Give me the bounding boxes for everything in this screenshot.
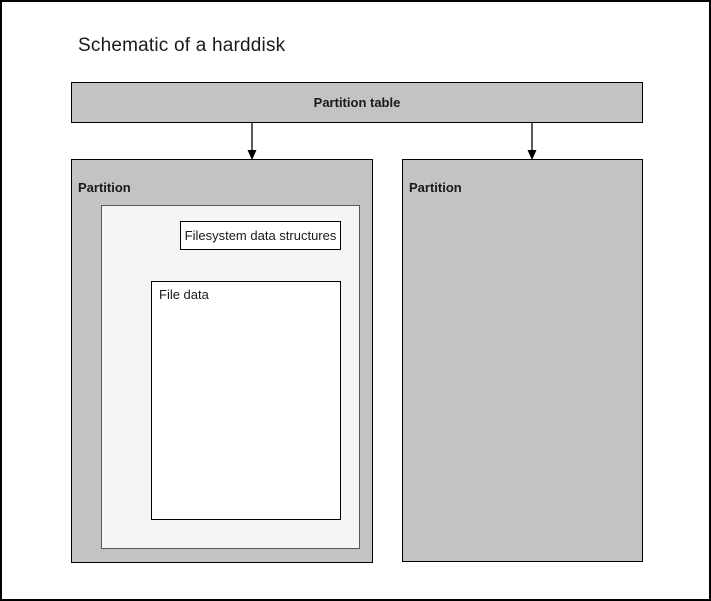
diagram-title: Schematic of a harddisk — [78, 35, 286, 56]
filesystem-area: Filesystem data structures File data — [101, 205, 360, 549]
partition-table-label: Partition table — [313, 95, 401, 110]
left-partition-box: Partition Filesystem data structures Fil… — [71, 159, 373, 563]
arrow-table-to-right-partition — [527, 123, 537, 160]
arrow-table-to-left-partition — [247, 123, 257, 160]
file-data-box: File data — [151, 281, 341, 520]
left-partition-label: Partition — [78, 180, 131, 195]
right-partition-box: Partition — [402, 159, 643, 562]
partition-table-box: Partition table — [71, 82, 643, 123]
right-partition-label: Partition — [409, 180, 462, 195]
filesystem-data-structures-box: Filesystem data structures — [180, 221, 341, 250]
